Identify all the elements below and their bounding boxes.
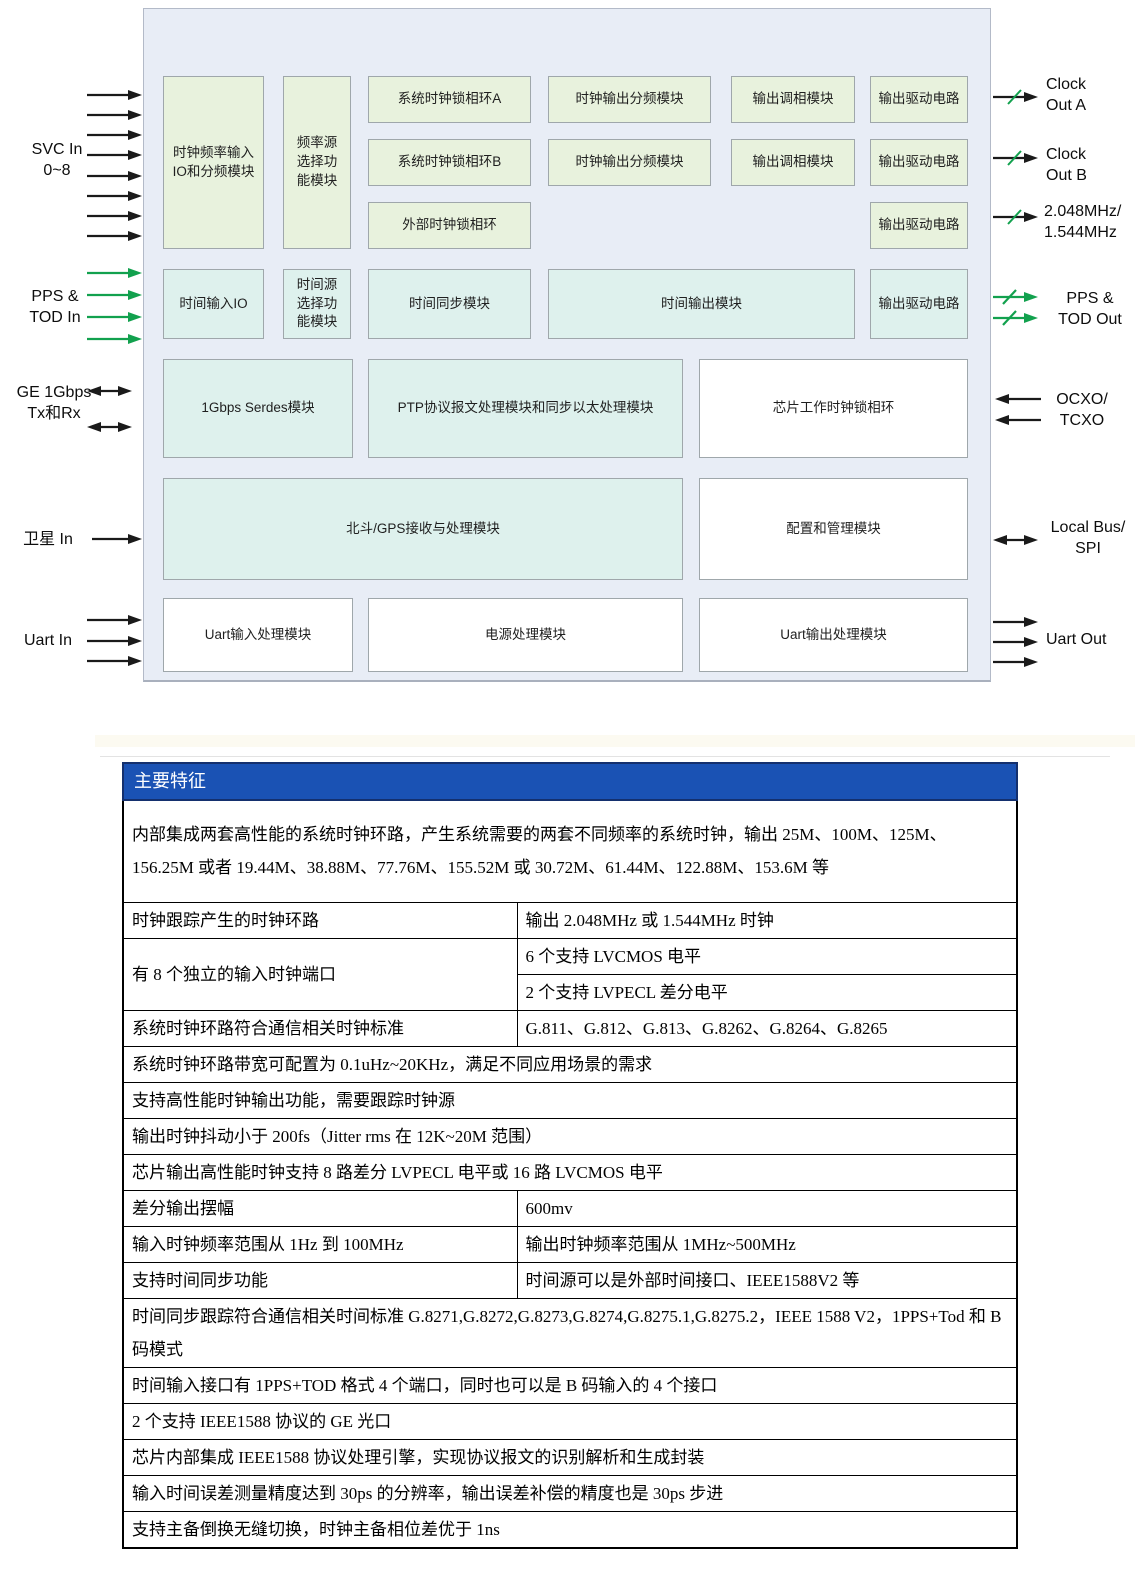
label-ge-1gbps: GE 1Gbps Tx和Rx <box>16 384 92 422</box>
table-row: 支持时间同步功能 时间源可以是外部时间接口、IEEE1588V2 等 <box>122 1261 1018 1299</box>
table-row: 输出时钟抖动小于 200fs（Jitter rms 在 12K~20M 范围） <box>122 1117 1018 1155</box>
block-output-driver-2: 输出驱动电路 <box>870 139 968 186</box>
block-output-phase-adjust-1: 输出调相模块 <box>731 76 855 123</box>
label-ocxo-tcxo: OCXO/ TCXO <box>1056 391 1108 429</box>
table-row: 输入时钟频率范围从 1Hz 到 100MHz 输出时钟频率范围从 1MHz~50… <box>122 1225 1018 1263</box>
block-freq-source-select: 频率源 选择功 能模块 <box>283 76 351 249</box>
block-uart-output: Uart输出处理模块 <box>699 598 968 672</box>
table-title: 主要特征 <box>122 762 1018 801</box>
label-local-bus-spi: Local Bus/ SPI <box>1050 519 1126 557</box>
block-1gbps-serdes: 1Gbps Serdes模块 <box>163 359 353 458</box>
label-pps-tod-in: PPS & TOD In <box>29 288 81 326</box>
clock-out-a-arrow <box>993 89 1038 105</box>
table-row: 有 8 个独立的输入时钟端口 6 个支持 LVCMOS 电平 <box>122 937 1018 1011</box>
table-row: 系统时钟环路符合通信相关时钟标准 G.811、G.812、G.813、G.826… <box>122 1009 1018 1047</box>
block-ptp-sync-eth: PTP协议报文处理模块和同步以太处理模块 <box>368 359 683 458</box>
block-time-input-io: 时间输入IO <box>163 269 264 339</box>
ge-bidir-arrows <box>87 386 132 432</box>
block-time-output: 时间输出模块 <box>548 269 855 339</box>
block-sys-clock-pll-a: 系统时钟锁相环A <box>368 76 531 123</box>
block-output-phase-adjust-2: 输出调相模块 <box>731 139 855 186</box>
label-uart-out: Uart Out <box>1046 631 1107 648</box>
label-clock-out-b: Clock Out B <box>1046 146 1087 184</box>
divider-line <box>100 756 1110 757</box>
block-uart-input: Uart输入处理模块 <box>163 598 353 672</box>
e1t1-clock-out-arrow <box>993 209 1038 225</box>
block-clock-out-divider-2: 时钟输出分频模块 <box>548 139 711 186</box>
label-svc-in: SVC In 0~8 <box>31 141 83 179</box>
table-row: 差分输出摆幅 600mv <box>122 1189 1018 1227</box>
clock-out-b-arrow <box>993 150 1038 166</box>
block-clock-out-divider-1: 时钟输出分频模块 <box>548 76 711 123</box>
block-time-source-select: 时间源 选择功 能模块 <box>283 269 351 339</box>
block-clock-freq-input-io-divider: 时钟频率输入 IO和分频模块 <box>163 76 264 249</box>
table-row: 支持主备倒换无缝切换，时钟主备相位差优于 1ns <box>122 1510 1018 1548</box>
block-time-sync: 时间同步模块 <box>368 269 531 339</box>
decorative-stripe <box>95 735 1135 747</box>
uart-in-arrows <box>87 615 142 666</box>
table-row: 系统时钟环路带宽可配置为 0.1uHz~20KHz，满足不同应用场景的需求 <box>122 1045 1018 1083</box>
block-sys-clock-pll-b: 系统时钟锁相环B <box>368 139 531 186</box>
table-row: 支持高性能时钟输出功能，需要跟踪时钟源 <box>122 1081 1018 1119</box>
label-uart-in: Uart In <box>23 632 72 649</box>
block-beidou-gps: 北斗/GPS接收与处理模块 <box>163 478 683 580</box>
table-row: 芯片输出高性能时钟支持 8 路差分 LVPECL 电平或 16 路 LVCMOS… <box>122 1153 1018 1191</box>
ocxo-in-arrows <box>995 394 1041 425</box>
block-output-driver-4: 输出驱动电路 <box>870 269 968 339</box>
label-pps-tod-out: PPS & TOD Out <box>1058 290 1122 328</box>
table-row: 时间输入接口有 1PPS+TOD 格式 4 个端口，同时也可以是 B 码输入的 … <box>122 1366 1018 1404</box>
table-row: 时间同步跟踪符合通信相关时间标准 G.8271,G.8272,G.8273,G.… <box>122 1297 1018 1368</box>
label-clock-out-a: Clock Out A <box>1046 76 1087 114</box>
block-output-driver-1: 输出驱动电路 <box>870 76 968 123</box>
block-output-driver-3: 输出驱动电路 <box>870 202 968 249</box>
block-power: 电源处理模块 <box>368 598 683 672</box>
pps-tod-out-arrows <box>993 289 1038 326</box>
table-row: 内部集成两套高性能的系统时钟环路，产生系统需要的两套不同频率的系统时钟，输出 2… <box>122 799 1018 903</box>
block-ext-clock-pll: 外部时钟锁相环 <box>368 202 531 249</box>
uart-out-arrows <box>993 617 1038 667</box>
block-chip-clock-pll: 芯片工作时钟锁相环 <box>699 359 968 458</box>
table-row: 2 个支持 IEEE1588 协议的 GE 光口 <box>122 1402 1018 1440</box>
label-e1t1-clock-out: 2.048MHz/ 1.544MHz <box>1044 203 1122 241</box>
label-satellite-in: 卫星 In <box>23 531 73 548</box>
chip-block-diagram: 时钟频率输入 IO和分频模块 频率源 选择功 能模块 系统时钟锁相环A 系统时钟… <box>0 0 1145 710</box>
table-row: 芯片内部集成 IEEE1588 协议处理引擎，实现协议报文的识别解析和生成封装 <box>122 1438 1018 1476</box>
table-row: 时钟跟踪产生的时钟环路 输出 2.048MHz 或 1.544MHz 时钟 <box>122 901 1018 939</box>
feature-table: 主要特征 内部集成两套高性能的系统时钟环路，产生系统需要的两套不同频率的系统时钟… <box>122 762 1018 1549</box>
table-header-row: 主要特征 <box>122 762 1018 801</box>
block-config-mgmt: 配置和管理模块 <box>699 478 968 580</box>
table-row: 输入时间误差测量精度达到 30ps 的分辨率，输出误差补偿的精度也是 30ps … <box>122 1474 1018 1512</box>
